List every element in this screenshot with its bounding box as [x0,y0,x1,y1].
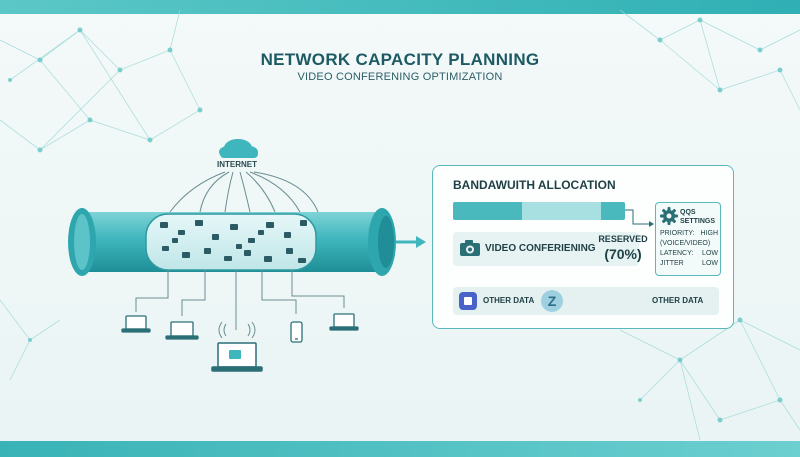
bandwidth-bar-segment-1 [453,202,522,220]
bandwidth-bar-segment-3 [600,202,625,220]
device-lines [135,270,345,330]
other-data-row: OTHER DATA Z OTHER DATA [453,287,719,315]
page-subtitle: VIDEO CONFERENING OPTIMIZATION [297,71,503,83]
laptop-icon [121,315,151,333]
internet-label: INTERNET [217,160,257,169]
laptop-icon [329,313,359,331]
qos-latency-value: LOW [702,250,718,257]
video-conferencing-label: VIDEO CONFERIENING [485,243,596,254]
reserved-value: (70%) [604,246,642,262]
zoom-icon: Z [541,290,563,312]
bandwidth-bar [453,202,625,220]
qos-jitter-value: LOW [702,260,718,267]
other-data-label-left: OTHER DATA [483,296,535,305]
laptop-icon [165,321,199,340]
reserved-indicator: RESERVED (70%) [595,234,651,262]
qos-jitter-label: JITTER [660,260,684,267]
qos-settings-box: QQS SETTINGS PRIORITY: HIGH (VOICE/VIDEO… [655,202,721,276]
bandwidth-bar-segment-2 [521,202,601,220]
qos-priority-label: PRIORITY: [660,230,695,237]
wifi-signal-icon [218,321,256,339]
pipe-core [145,213,317,271]
qos-voice-video: (VOICE/VIDEO) [660,240,711,247]
qos-title: QQS SETTINGS [680,208,715,226]
qos-latency: LATENCY: LOW [660,250,718,257]
bottom-band [0,441,800,457]
camera-icon [460,240,480,256]
qos-priority-value: HIGH [700,230,719,237]
video-conferencing-row: VIDEO CONFERIENING [453,232,639,266]
internet-arrows [169,171,319,213]
gear-icon [660,207,678,225]
top-band [0,0,800,14]
qos-title-line1: QQS [680,209,696,216]
reserved-label: RESERVED [598,234,648,244]
monitor-icon [211,342,263,372]
arrow-to-panel [396,236,426,248]
panel-title: BANDAWUITH ALLOCATION [453,178,616,192]
cloud-icon [219,139,258,158]
qos-priority: PRIORITY: HIGH [660,230,718,237]
data-packets [160,220,307,263]
teams-icon [459,292,477,310]
other-data-label-right: OTHER DATA [652,296,704,305]
qos-title-line2: SETTINGS [680,218,716,225]
page-title: NETWORK CAPACITY PLANNING [260,50,540,69]
qos-latency-label: LATENCY: [660,250,694,257]
connector-arrow [625,209,654,227]
bandwidth-allocation-panel: BANDAWUITH ALLOCATION VIDEO CONFERIENING… [432,165,734,329]
phone-icon [290,321,303,343]
qos-jitter: JITTER LOW [660,260,718,267]
